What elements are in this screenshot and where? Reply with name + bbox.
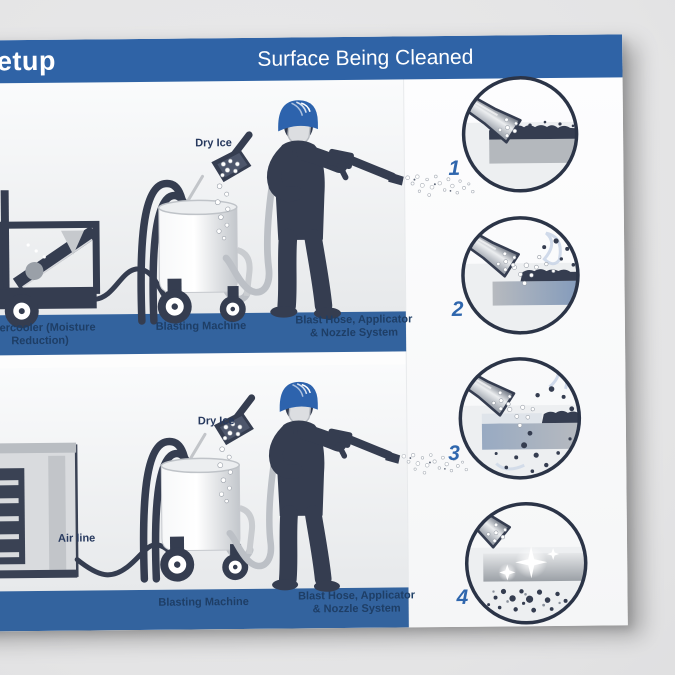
- caption-bar-row-1: [0, 311, 407, 357]
- infographic-poster: Setup Surface Being Cleaned Dry Ice Dry …: [0, 34, 628, 633]
- caption-blasting-machine-row-2: Blasting Machine: [158, 595, 249, 609]
- caption-bar-row-2: [0, 587, 409, 633]
- step-circle-4: [464, 502, 588, 625]
- step-number-1: 1: [448, 156, 461, 180]
- poster-artwork: [0, 34, 628, 633]
- step-circle-2: [461, 216, 580, 335]
- step-number-2: 2: [451, 297, 464, 321]
- step-number-4: 4: [456, 585, 469, 609]
- air-hose-row-1: [94, 266, 168, 302]
- step-number-3: 3: [448, 441, 460, 466]
- steps-column-title: Surface Being Cleaned: [257, 45, 474, 71]
- steps-column-background: [403, 77, 628, 628]
- step-circle-1: [461, 76, 579, 193]
- air-line-label: Air line: [57, 532, 96, 545]
- aftercooler-illustration: [0, 190, 101, 329]
- step-circle-3: [458, 357, 582, 480]
- header-bar: [0, 34, 623, 85]
- caption-aftercooler: Aftercooler (Moisture Reduction): [0, 321, 96, 347]
- caption-blasting-machine-row-1: Blasting Machine: [155, 319, 247, 333]
- dry-ice-label-row-2: Dry Ice: [197, 415, 235, 428]
- page-title: Setup: [0, 45, 57, 77]
- air-compressor-illustration: [0, 442, 79, 580]
- caption-blast-hose-row-2: Blast Hose, Applicator & Nozzle System: [297, 589, 416, 615]
- dry-ice-label-row-1: Dry Ice: [195, 137, 232, 150]
- caption-blast-hose-row-1: Blast Hose, Applicator & Nozzle System: [295, 313, 413, 339]
